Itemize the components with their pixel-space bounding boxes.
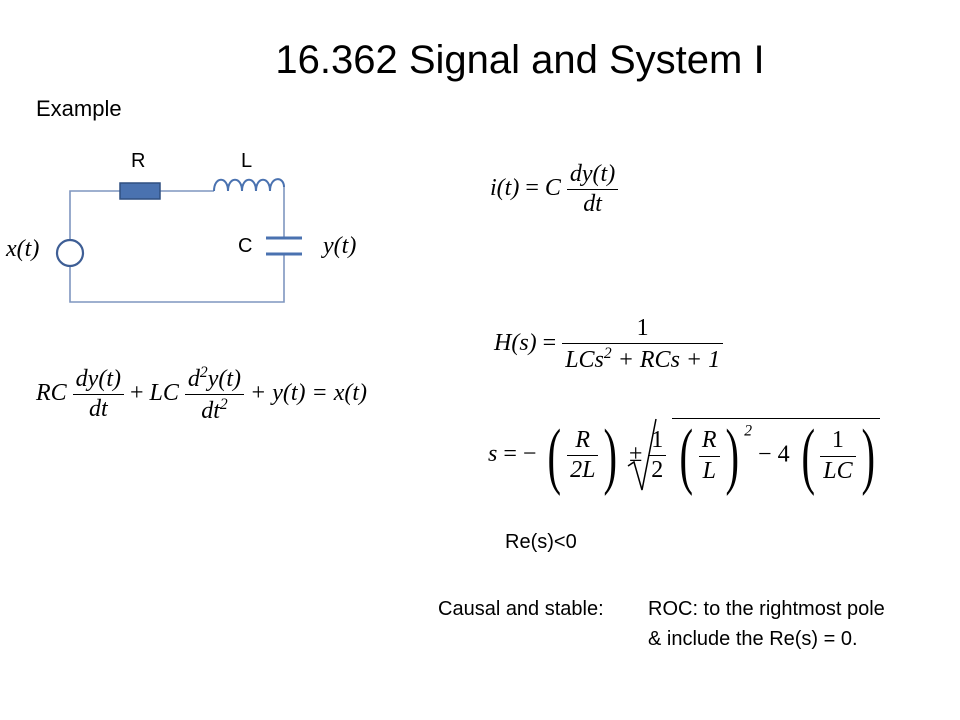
diff-lc: LC — [149, 380, 179, 407]
transfer-den-a: LCs — [565, 347, 604, 374]
current-coef: C — [544, 175, 561, 202]
pole-minus4: − 4 — [758, 441, 790, 468]
slide-title: 16.362 Signal and System I — [275, 38, 765, 82]
voltage-source-symbol — [55, 238, 85, 268]
input-signal-label: x(t) — [6, 236, 40, 262]
diff-second-derivative: d2y(t) dt2 — [184, 364, 244, 425]
current-equation: i(t) = C dy(t) dt — [490, 161, 619, 218]
diff-lc-num-exp: 2 — [199, 364, 208, 381]
pole-eq: = − — [503, 441, 537, 468]
transfer-function: H(s) = 1 LCs2 + RCs + 1 — [494, 315, 724, 374]
resistor-symbol — [119, 182, 161, 200]
resistor-label: R — [131, 150, 146, 172]
pole-f2-num: 1 — [648, 427, 667, 456]
causal-stable-label: Causal and stable: — [438, 598, 604, 620]
roc-line-1: ROC: to the rightmost pole — [648, 598, 885, 620]
pole-f4-num: 1 — [820, 428, 856, 457]
diff-rc: RC — [36, 380, 67, 407]
diff-tail: + y(t) = x(t) — [250, 380, 367, 407]
transfer-equals: = — [542, 330, 557, 357]
pole-frac-1-lc: 1 LC — [820, 428, 856, 484]
capacitor-label: C — [238, 235, 253, 257]
sqrt-sign — [627, 418, 657, 491]
transfer-fraction: 1 LCs2 + RCs + 1 — [562, 315, 724, 374]
pole-lhs: s — [488, 441, 498, 468]
pole-f1-den: 2L — [570, 457, 596, 483]
pole-equation: s = − ( R 2L ) ± 1 2 ( R L )2 − 4 ( 1 LC… — [488, 418, 881, 494]
transfer-den-exp: 2 — [603, 345, 612, 363]
inductor-label: L — [241, 150, 253, 172]
inductor-symbol — [213, 178, 285, 192]
diff-lc-num-rest: y(t) — [207, 366, 241, 392]
current-den: dt — [583, 191, 602, 218]
differential-equation: RC dy(t) dt + LC d2y(t) dt2 + y(t) = x(t… — [36, 364, 367, 425]
roc-line-2: & include the Re(s) = 0. — [648, 628, 858, 650]
diff-first-derivative: dy(t) dt — [72, 366, 124, 423]
current-derivative: dy(t) dt — [566, 161, 619, 218]
circuit-wires — [69, 187, 285, 303]
pole-frac-half: 1 2 — [648, 427, 667, 483]
diff-lc-den-exp: 2 — [219, 396, 228, 414]
pole-f2-den: 2 — [651, 457, 664, 483]
pole-frac-r-2l: R 2L — [567, 427, 599, 483]
diff-lc-num-d: d — [187, 366, 200, 392]
pole-f1-num: R — [567, 427, 599, 456]
capacitor-symbol — [266, 236, 302, 256]
diff-rc-num: dy(t) — [72, 366, 124, 396]
rlc-circuit-diagram — [55, 178, 302, 303]
pole-f3-den: L — [702, 457, 716, 484]
transfer-den-b: + RCs + 1 — [617, 347, 721, 374]
slide-subtitle: Example — [36, 96, 122, 121]
pole-sq: 2 — [744, 422, 753, 440]
pole-pm: ± — [629, 441, 643, 468]
current-lhs: i(t) — [490, 175, 520, 202]
pole-f4-den: LC — [823, 457, 853, 484]
current-equals: = — [525, 175, 539, 202]
transfer-lhs: H(s) — [494, 330, 537, 357]
output-signal-label: y(t) — [323, 233, 357, 259]
current-num: dy(t) — [566, 161, 619, 191]
pole-sqrt: ( R L )2 − 4 ( 1 LC ) — [672, 418, 881, 493]
diff-lc-den-dt: dt — [201, 398, 220, 425]
diff-plus: + — [129, 380, 144, 407]
pole-frac-r-l: R L — [698, 428, 720, 484]
transfer-num: 1 — [562, 315, 724, 345]
pole-f3-num: R — [698, 428, 720, 457]
re-condition: Re(s)<0 — [505, 531, 577, 553]
diff-rc-den: dt — [88, 396, 108, 423]
